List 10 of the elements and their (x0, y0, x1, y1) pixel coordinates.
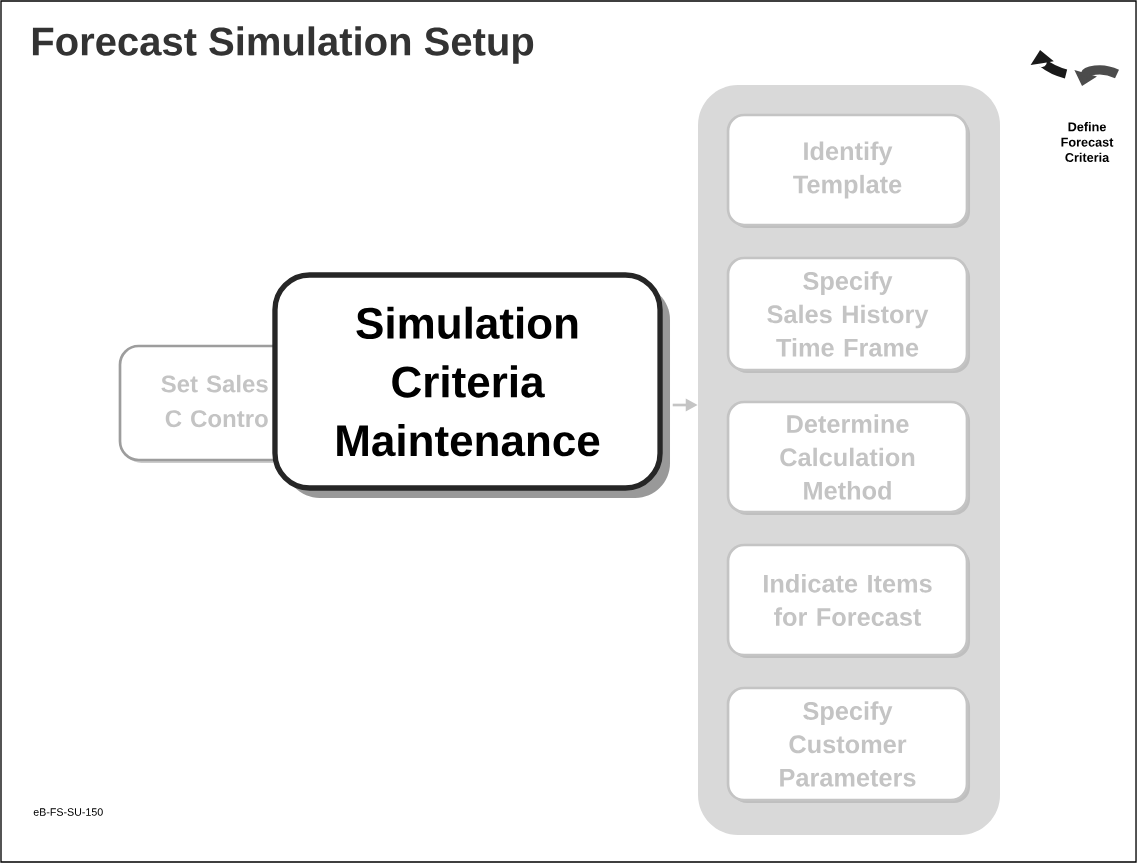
step-box: Identify Template (726, 113, 970, 228)
step-box: Specify Customer Parameters (726, 686, 970, 803)
slide-code: eB-FS-SU-150 (33, 808, 103, 816)
step-box: Determine Calculation Method (726, 400, 970, 515)
step-box: Indicate Items for Forecast (726, 543, 970, 658)
process-box: Simulation Criteria Maintenance (272, 272, 670, 498)
faded-box: Set Sales C Contro (118, 344, 275, 463)
step-box: Specify Sales History Time Frame (726, 256, 970, 373)
title: Forecast Simulation Setup (32, 26, 534, 64)
section-label: Define Forecast Criteria (1061, 122, 1114, 162)
